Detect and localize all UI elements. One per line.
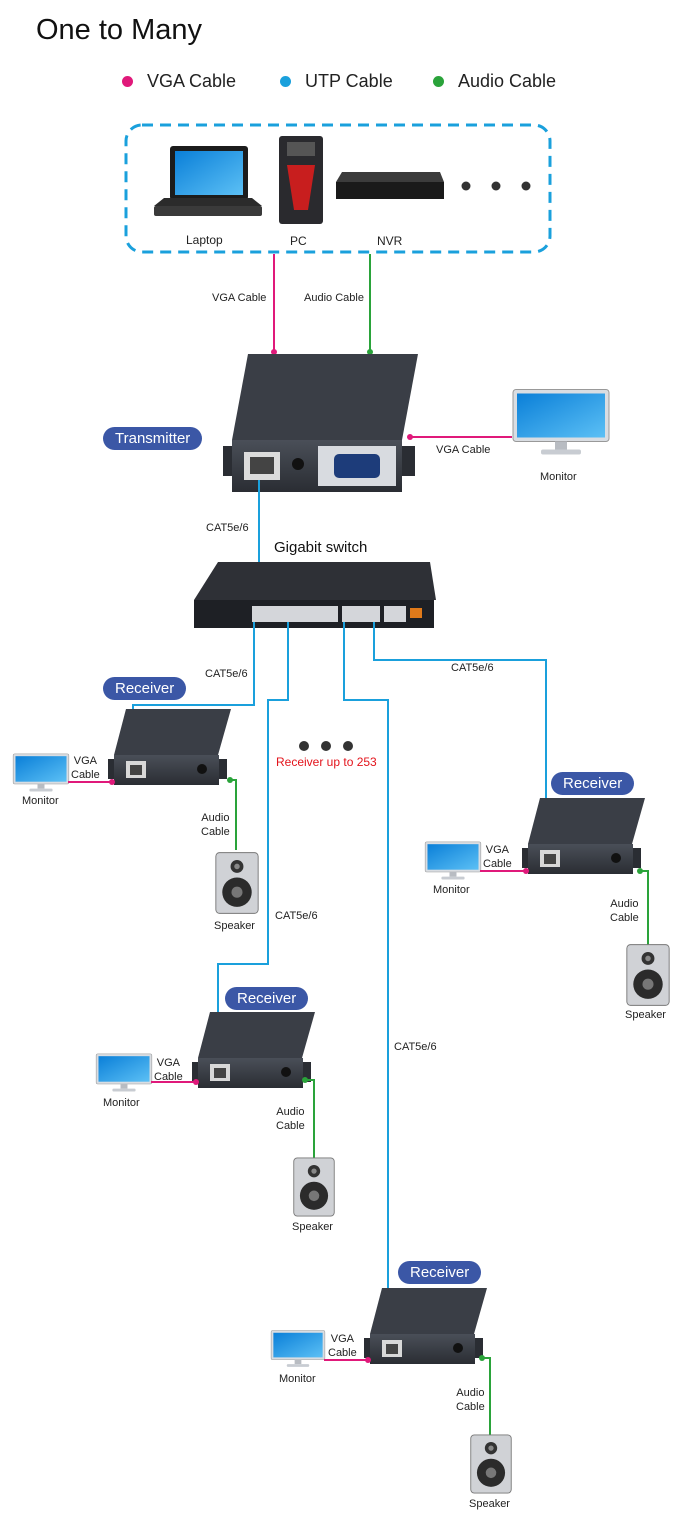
receiver-2-device: [192, 1012, 315, 1088]
receiver-1-vga-label: VGA Cable: [71, 755, 100, 781]
audio-cable-label: Audio Cable: [304, 292, 364, 304]
receiver-1-audio-label: Audio Cable: [201, 812, 230, 838]
audio-legend-dot: [433, 76, 444, 87]
receiver-3-badge: Receiver: [398, 1261, 482, 1284]
cat-tx-switch-label: CAT5e/6: [206, 522, 249, 534]
pc-tower-icon: [279, 136, 323, 224]
receiver-2-speaker-label: Speaker: [292, 1221, 333, 1233]
receiver-4-monitor-label: Monitor: [433, 884, 470, 896]
vga-cable-label: VGA Cable: [212, 292, 267, 304]
legend-vga: VGA Cable: [122, 71, 236, 92]
receiver-4-badge: Receiver: [551, 772, 635, 795]
legend-utp: UTP Cable: [280, 71, 393, 92]
receiver-4-speaker-label: Speaker: [625, 1009, 666, 1021]
receiver-1-speaker-icon: [215, 852, 259, 914]
gigabit-switch-device: [194, 562, 436, 628]
tx-monitor-vga-label: VGA Cable: [436, 444, 491, 456]
receiver-2-vga-label: VGA Cable: [154, 1057, 183, 1083]
laptop-icon: [154, 146, 262, 216]
receiver-2-audio-label: Audio Cable: [276, 1106, 305, 1132]
more-devices-dots-icon: [461, 181, 531, 191]
receiver-3-vga-label: VGA Cable: [328, 1333, 357, 1359]
receiver-3-monitor-label: Monitor: [279, 1373, 316, 1385]
utp-r3-line: [343, 622, 389, 1360]
receiver-4-monitor-icon: [424, 841, 482, 880]
receiver-1-speaker-label: Speaker: [214, 920, 255, 932]
receiver-1-monitor-label: Monitor: [22, 795, 59, 807]
legend-label: VGA Cable: [147, 71, 237, 91]
nvr-icon: [336, 172, 444, 199]
receiver-4-device: [522, 798, 645, 874]
utp-legend-dot: [280, 76, 291, 87]
cat-r4-label: CAT5e/6: [451, 662, 494, 674]
switch-label: Gigabit switch: [274, 539, 368, 556]
nvr-label: NVR: [377, 234, 403, 248]
cat-r2-label: CAT5e/6: [275, 910, 318, 922]
receiver-3-speaker-label: Speaker: [469, 1498, 510, 1510]
utp-r4-line: [373, 622, 547, 868]
laptop-label: Laptop: [186, 233, 223, 247]
receiver-3-speaker-icon: [470, 1434, 512, 1494]
receiver-count-note: Receiver up to 253: [276, 755, 377, 769]
pc-label: PC: [290, 234, 307, 248]
receiver-1-device: [108, 709, 231, 785]
tx-monitor-label: Monitor: [540, 471, 577, 483]
receiver-4-speaker-icon: [626, 944, 670, 1006]
cat-r1-label: CAT5e/6: [205, 668, 248, 680]
page-title: One to Many: [36, 14, 203, 46]
vga-legend-dot: [122, 76, 133, 87]
tx-monitor-icon: [512, 388, 610, 456]
receiver-3-monitor-icon: [270, 1330, 326, 1368]
receiver-2-badge: Receiver: [225, 987, 309, 1010]
more-receivers-dots-icon: [299, 741, 353, 751]
legend-label: UTP Cable: [305, 71, 393, 91]
receiver-1-badge: Receiver: [103, 677, 187, 700]
cat-r3-label: CAT5e/6: [394, 1041, 437, 1053]
utp-r2-line: [217, 622, 289, 1080]
receiver-4-vga-label: VGA Cable: [483, 844, 512, 870]
receiver-1-monitor-icon: [12, 753, 70, 792]
receiver-2-monitor-icon: [95, 1053, 153, 1092]
receiver-4-audio-label: Audio Cable: [610, 898, 639, 924]
legend-audio: Audio Cable: [433, 71, 556, 92]
receiver-2-monitor-label: Monitor: [103, 1097, 140, 1109]
transmitter-badge: Transmitter: [103, 427, 203, 450]
receiver-3-audio-label: Audio Cable: [456, 1387, 485, 1413]
receiver-2-speaker-icon: [293, 1157, 335, 1217]
legend-label: Audio Cable: [458, 71, 557, 91]
transmitter-device: [223, 354, 418, 492]
receiver-3-device: [364, 1288, 487, 1364]
